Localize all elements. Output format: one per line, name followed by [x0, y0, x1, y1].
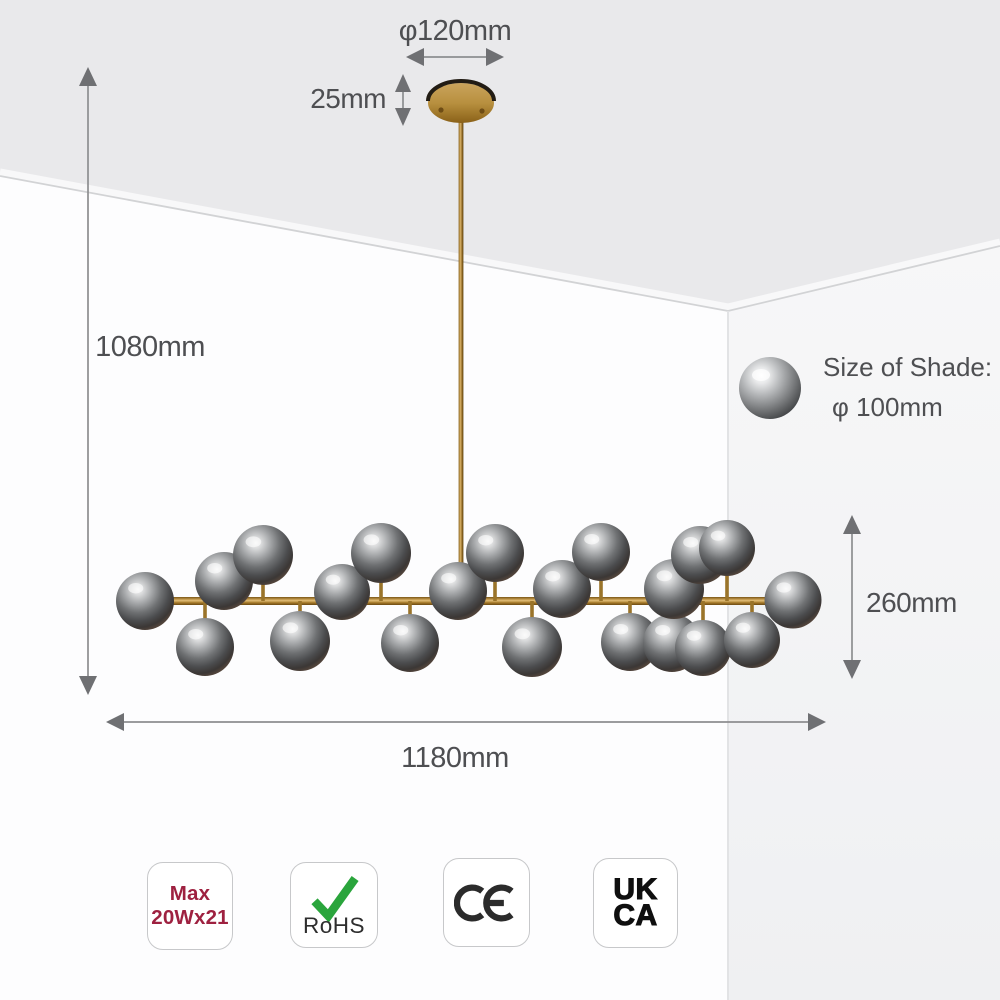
arrow-up-icon [79, 67, 97, 86]
globe-highlight [478, 535, 494, 546]
globe-highlight [282, 622, 299, 634]
globe-highlight [584, 534, 600, 545]
globe-highlight [545, 571, 561, 582]
ceiling-edge-highlight [0, 168, 1000, 311]
fixture-width-label: 1180mm [401, 742, 509, 774]
globe-highlight [656, 570, 673, 582]
glass-globe [764, 571, 822, 629]
canopy-height-label: 25mm [310, 83, 386, 114]
arrow-right-icon [486, 48, 504, 66]
glass-globe [233, 525, 293, 585]
glass-globe [466, 524, 524, 582]
globe-highlight [683, 537, 699, 548]
shade-size-value: φ 100mm [832, 392, 943, 422]
shade-size-title: Size of Shade: [823, 352, 992, 382]
canopy-screw [479, 108, 485, 114]
glass-globe [724, 612, 780, 668]
globe-highlight [514, 628, 531, 640]
right-wall [728, 242, 1000, 1000]
arrow-down-icon [843, 660, 861, 679]
globe-highlight [613, 624, 629, 635]
globe-highlight [393, 625, 409, 636]
globe-highlight [207, 563, 223, 574]
ceiling-plane [0, 0, 1000, 307]
arrow-right-icon [808, 713, 826, 731]
globe-highlight [735, 622, 751, 633]
drop-height-label: 1080mm [95, 331, 205, 363]
glass-globe [270, 611, 330, 671]
glass-globe [699, 520, 755, 576]
glass-globe [675, 620, 731, 676]
arrow-up-icon [843, 515, 861, 534]
ceiling-canopy [428, 83, 494, 123]
shade-sample-highlight [752, 369, 770, 381]
globe-highlight [128, 583, 144, 594]
globe-highlight [363, 534, 380, 546]
glass-globe [572, 523, 630, 581]
globe-highlight [188, 629, 204, 640]
globe-highlight [710, 530, 726, 541]
glass-globe [502, 617, 562, 677]
shade-size-callout: Size of Shade: φ 100mm [739, 352, 992, 422]
fixture-height-label: 260mm [866, 587, 957, 618]
hanging-rod [458, 112, 464, 602]
arrow-up-icon [395, 74, 411, 92]
globe-highlight [245, 536, 262, 548]
glass-globe [381, 614, 439, 672]
glass-globe [176, 618, 234, 676]
globe-highlight [776, 582, 792, 593]
arrow-down-icon [395, 108, 411, 126]
chandelier-figure [116, 79, 822, 677]
arrow-left-icon [406, 48, 424, 66]
chandelier-globes [116, 520, 822, 677]
globe-highlight [325, 574, 341, 585]
glass-globe [351, 523, 411, 583]
arrow-down-icon [79, 676, 97, 695]
canopy-top-rim [426, 79, 496, 102]
canopy-diameter-label: φ120mm [399, 15, 512, 47]
dimension-annotations: 1080mm φ120mm 25mm 260mm 1180mm [79, 15, 957, 774]
globe-highlight [686, 630, 702, 641]
canopy-screw [438, 107, 444, 113]
globe-highlight [655, 625, 671, 636]
shade-sample-ball [739, 357, 801, 419]
glass-globe [116, 572, 174, 630]
globe-highlight [441, 573, 457, 584]
arrow-left-icon [106, 713, 124, 731]
